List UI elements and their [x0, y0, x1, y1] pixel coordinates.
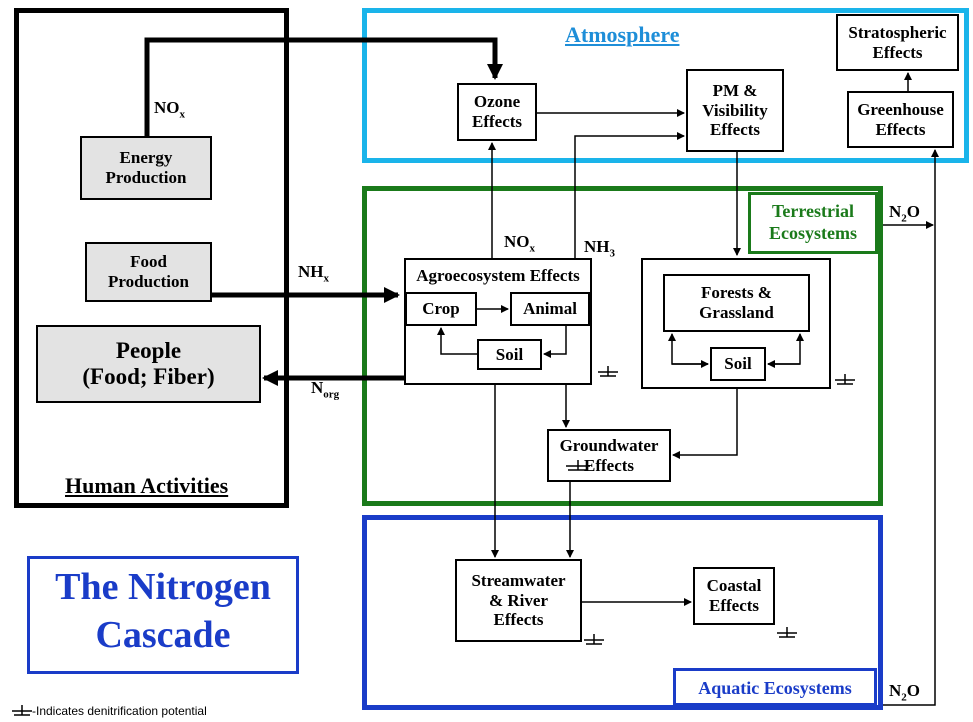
nox-energy-label: NOx: [154, 98, 185, 121]
energy-production-node: Energy Production: [80, 136, 212, 200]
arrow-aquatic-n2o: [883, 692, 936, 706]
ozone-effects-node: Ozone Effects: [457, 83, 537, 141]
food-production-node: Food Production: [85, 242, 212, 302]
crop-node: Crop: [405, 292, 477, 326]
aquatic-region: [362, 515, 883, 710]
arrow-forest-soil-left: [668, 333, 708, 365]
terrestrial-label: Terrestrial Ecosystems: [748, 192, 878, 254]
atmosphere-label: Atmosphere: [565, 22, 680, 47]
n2o-aquatic-label: N2O: [889, 681, 921, 704]
aquatic-label: Aquatic Ecosystems: [673, 668, 877, 706]
arrow-animal-to-soil: [543, 326, 567, 358]
agro-soil-node: Soil: [477, 339, 542, 370]
legend-text: -Indicates denitrification potential: [32, 704, 207, 718]
forests-grassland-node: Forests & Grassland: [663, 274, 810, 332]
groundwater-label: Groundwater: [559, 435, 659, 455]
pm-visibility-node: PM & Visibility Effects: [686, 69, 784, 152]
nox-agro-label: NOx: [504, 232, 535, 255]
arrow-energy-to-ozone: [144, 37, 503, 136]
denitrification-stream: [584, 634, 604, 645]
diagram-title: The Nitrogen Cascade: [27, 556, 299, 674]
atmosphere-region: [362, 8, 969, 163]
streamwater-river-node: Streamwater & River Effects: [455, 559, 582, 642]
groundwater-effects-node: Groundwater Effects: [547, 429, 671, 482]
nh3-label: NH3: [584, 237, 615, 260]
arrow-forest-to-groundwater: [672, 389, 738, 459]
norg-label: Norg: [311, 378, 340, 401]
terrestrial-region: [362, 186, 883, 506]
greenhouse-effects-node: Greenhouse Effects: [847, 91, 954, 148]
denitrification-agro: [598, 366, 618, 377]
denitrification-symbols: [12, 366, 855, 716]
human-activities-label: Human Activities: [65, 473, 229, 498]
nhx-label: NHx: [298, 262, 329, 285]
forest-soil-node: Soil: [710, 347, 766, 381]
human-activities-region: [14, 8, 289, 508]
denitrification-forest: [835, 374, 855, 385]
arrow-soil-to-crop: [437, 327, 477, 355]
coastal-effects-node: Coastal Effects: [693, 567, 775, 625]
animal-node: Animal: [510, 292, 590, 326]
denitrification-coastal: [777, 627, 797, 638]
denitrification-legend-symbol: [12, 705, 32, 716]
people-node: People (Food; Fiber): [36, 325, 261, 403]
groundwater-label-effects: Effects: [583, 455, 635, 475]
n2o-terrestrial-label: N2O: [889, 202, 921, 225]
arrow-forest-soil-right: [768, 333, 804, 365]
stratospheric-effects-node: Stratospheric Effects: [836, 14, 959, 71]
agroecosystem-label: Agroecosystem Effects: [416, 266, 580, 285]
arrow-agro-to-pm: [574, 132, 685, 258]
denitrification-groundwater: [566, 460, 590, 471]
